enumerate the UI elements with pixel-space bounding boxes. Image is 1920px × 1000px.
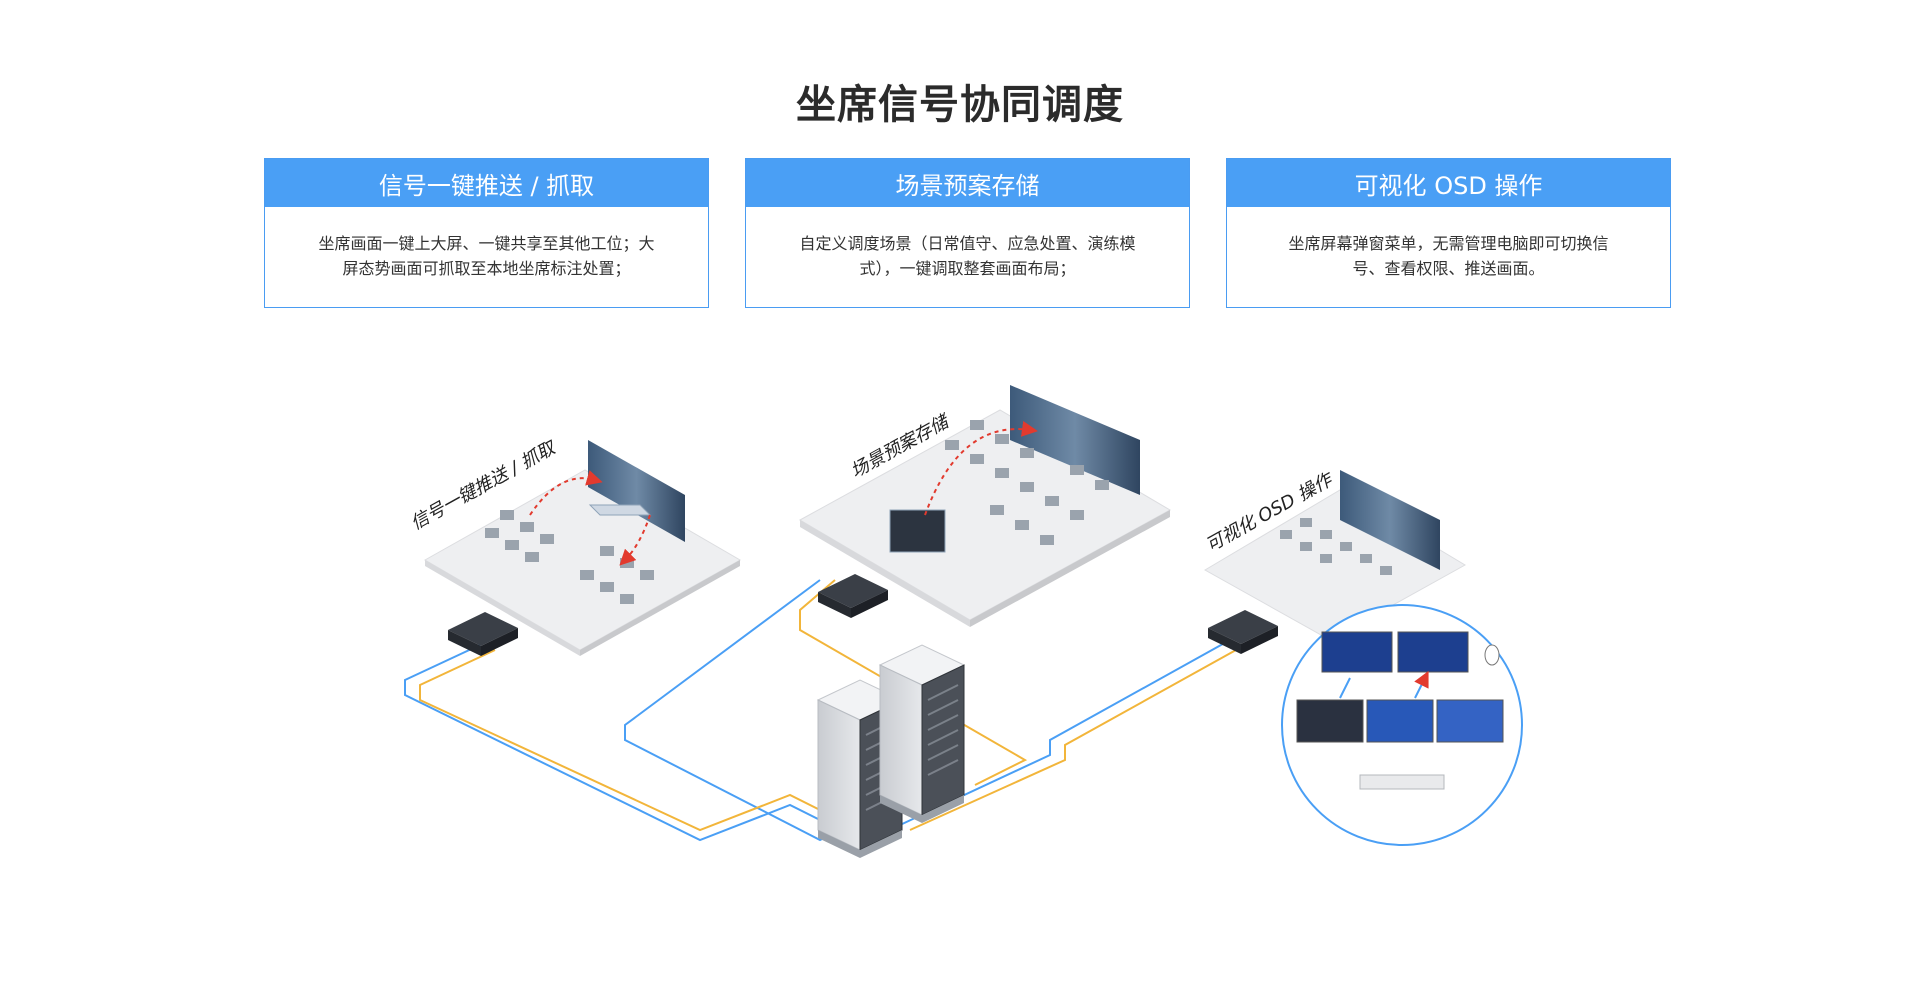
keyboard (1359, 774, 1445, 790)
card-description: 自定义调度场景（日常值守、应急处置、演练模式），一键调取整套画面布局； (799, 234, 1136, 278)
upper-monitor (1397, 631, 1469, 673)
mouse-icon (1484, 644, 1500, 666)
feature-card-osd: 可视化 OSD 操作 坐席屏幕弹窗菜单，无需管理电脑即可切换信号、查看权限、推送… (1226, 158, 1671, 308)
room-push-grab: 信号一键推送 / 抓取 (407, 437, 742, 656)
system-diagram: 信号一键推送 / 抓取 场景预案存储 可视化 OSD 操作 (404, 385, 1523, 858)
card-heading: 可视化 OSD 操作 (1227, 159, 1670, 207)
server-rack (878, 644, 966, 823)
grab-arrow (619, 514, 651, 566)
preset-arrow (924, 420, 1038, 516)
video-wall (588, 440, 685, 542)
upper-monitor (1321, 631, 1393, 673)
preset-display (889, 509, 946, 553)
encoder-box (448, 612, 518, 656)
card-description: 坐席屏幕弹窗菜单，无需管理电脑即可切换信号、查看权限、推送画面。 (1288, 234, 1609, 278)
push-arrow (529, 470, 603, 516)
card-heading: 信号一键推送 / 抓取 (265, 159, 708, 207)
feature-card-push-grab: 信号一键推送 / 抓取 坐席画面一键上大屏、一键共享至其他工位；大屏态势画面可抓… (264, 158, 709, 308)
lower-monitor (1436, 699, 1504, 743)
video-wall (1340, 470, 1440, 570)
cable-orange (419, 579, 1246, 832)
room-osd: 可视化 OSD 操作 (1202, 468, 1466, 641)
video-wall (1010, 385, 1140, 495)
lower-monitor (1366, 699, 1434, 743)
room-scene-preset: 场景预案存储 (798, 385, 1172, 627)
encoder-box (1208, 610, 1278, 654)
workstation-group (945, 420, 1109, 545)
feature-card-scene-preset: 场景预案存储 自定义调度场景（日常值守、应急处置、演练模式），一键调取整套画面布… (745, 158, 1190, 308)
card-description: 坐席画面一键上大屏、一键共享至其他工位；大屏态势画面可抓取至本地坐席标注处置； (318, 234, 655, 278)
card-heading: 场景预案存储 (746, 159, 1189, 207)
workstation-group (1280, 518, 1392, 575)
lower-monitor (1296, 699, 1364, 743)
encoder-box (818, 574, 888, 618)
console-table (588, 504, 652, 516)
osd-detail-circle (1281, 604, 1523, 846)
page-title: 坐席信号协同调度 (796, 82, 1124, 128)
